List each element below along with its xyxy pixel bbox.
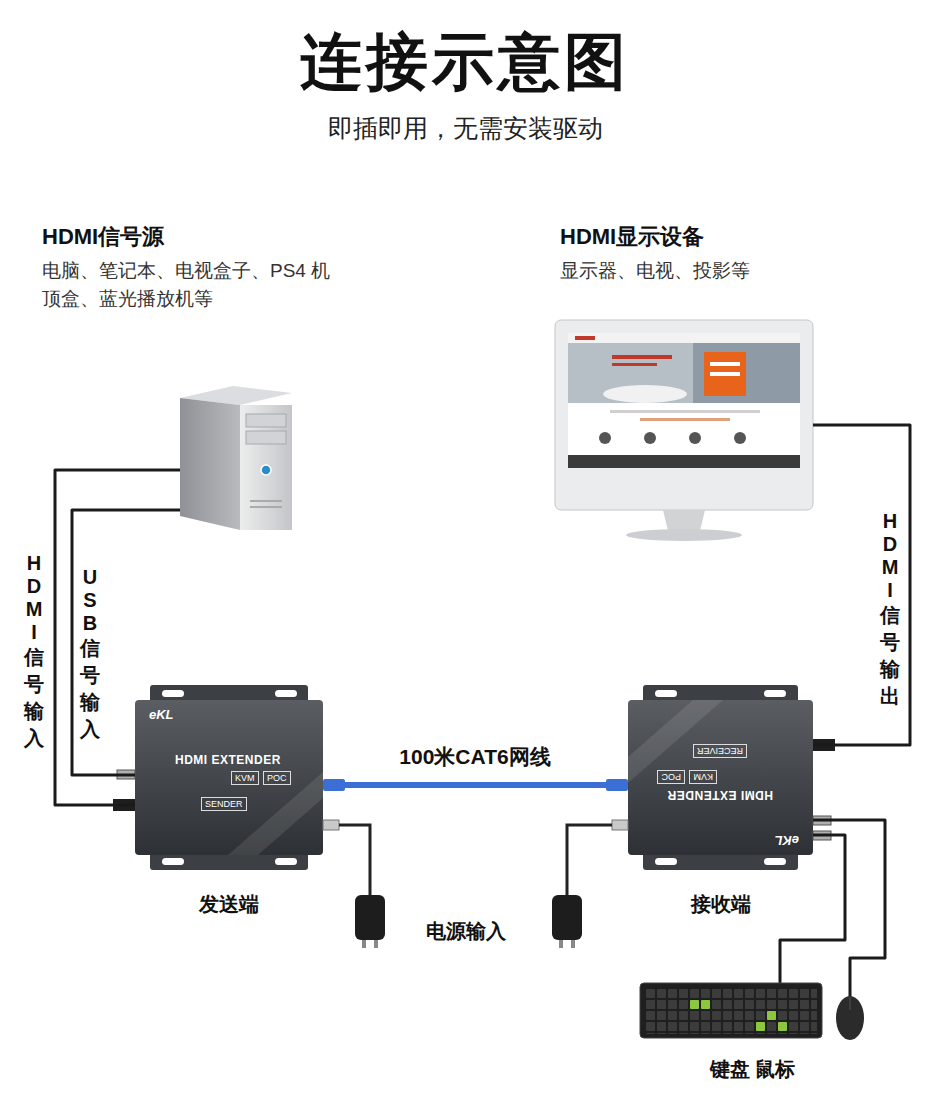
feature-tag: POC <box>657 770 685 784</box>
product-name: HDMI EXTENDER <box>667 788 773 802</box>
feature-tag: KVM <box>231 771 259 785</box>
display-device: HDMI显示设备显示器、电视、投影等 <box>555 320 813 542</box>
usb-cable <box>72 510 180 775</box>
unit-tag: SENDER <box>201 797 247 811</box>
keyboard-mouse <box>640 980 864 1040</box>
node-heading: HDMI信号源 <box>42 223 342 252</box>
unit-caption: 接收端 <box>628 891 813 917</box>
signal-source: HDMI信号源电脑、笔记本、电视盒子、PS4 机顶盒、蓝光播放机等 <box>180 385 292 530</box>
unit-caption: 发送端 <box>135 891 323 917</box>
node-body: 电脑、笔记本、电视盒子、PS4 机顶盒、蓝光播放机等 <box>42 257 338 312</box>
hdmi-cable <box>813 425 910 745</box>
cable-label: 100米CAT6网线 <box>372 744 578 769</box>
product-name: HDMI EXTENDER <box>175 753 281 767</box>
brand-logo: eKL <box>774 833 799 848</box>
feature-tag: POC <box>263 771 291 785</box>
power-adapter <box>339 825 612 948</box>
page-title: 连接示意图 <box>0 28 930 96</box>
monitor <box>555 320 813 541</box>
brand-logo: eKL <box>149 707 174 722</box>
hdmi-cable <box>55 470 180 805</box>
rotated-face: eKL HDMI EXTENDER KVM POC RECEIVER <box>628 685 813 870</box>
computer-tower <box>180 386 292 530</box>
feature-tag: KVM <box>689 770 717 784</box>
cable-label: HDMI信号输出 <box>880 510 900 710</box>
node-body: 显示器、电视、投影等 <box>560 257 860 285</box>
receiver-unit: eKLHDMI EXTENDERKVMPOCRECEIVER接收端 <box>628 685 813 870</box>
unit-tag: RECEIVER <box>693 744 747 758</box>
node-heading: HDMI显示设备 <box>560 223 860 252</box>
usb-cable <box>780 835 845 980</box>
power-label: 电源输入 <box>426 918 506 944</box>
cable-label: HDMI信号输入 <box>24 552 44 752</box>
cable-label: USB信号输入 <box>80 566 100 743</box>
receiver-housing <box>606 685 835 870</box>
node-caption: 键盘 鼠标 <box>640 1056 865 1082</box>
subtitle: 即插即用，无需安装驱动 <box>0 112 930 145</box>
sender-housing <box>113 685 345 870</box>
sender-unit: eKLHDMI EXTENDERKVMPOCSENDER发送端 <box>135 685 323 870</box>
keyboard-mouse-node: 键盘 鼠标 <box>640 980 865 1042</box>
usb-cable <box>813 820 885 980</box>
network-cable <box>345 782 606 788</box>
